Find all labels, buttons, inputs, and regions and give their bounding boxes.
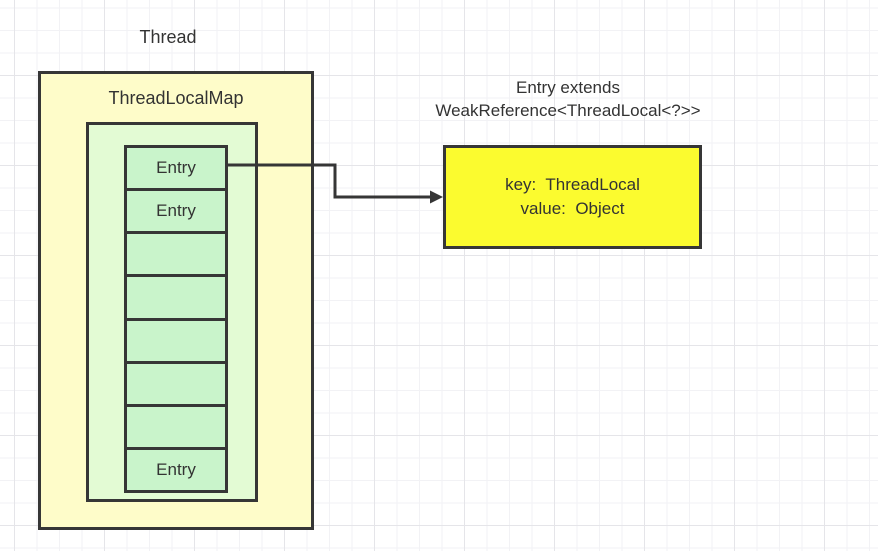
entry-cell: [127, 403, 225, 447]
arrow-line: [228, 163, 430, 199]
thread-label: Thread: [139, 27, 197, 47]
entry-cell: [127, 317, 225, 361]
entry-detail-value: value: Object: [520, 199, 625, 218]
entry-to-detail-arrow: [228, 163, 443, 204]
entry-cell: [127, 360, 225, 404]
entry-table: Entry Entry Entry: [124, 145, 228, 493]
entry-detail-key: key: ThreadLocal: [505, 175, 640, 194]
weakreference-note: Entry extends WeakReference<ThreadLocal<…: [398, 76, 738, 122]
entry-cell: Entry: [156, 158, 196, 178]
entry-cell: Entry: [127, 188, 225, 231]
entry-cell: Entry: [127, 446, 225, 490]
weakreference-note-line2: WeakReference<ThreadLocal<?>>: [435, 101, 701, 120]
threadlocalmap-title: ThreadLocalMap: [108, 88, 244, 108]
entry-cell: [127, 231, 225, 274]
entry-detail-box: key: ThreadLocal value: Object: [443, 145, 702, 249]
arrow-head-icon: [430, 190, 443, 204]
entry-cell: [127, 274, 225, 317]
weakreference-note-line1: Entry extends: [516, 78, 620, 97]
